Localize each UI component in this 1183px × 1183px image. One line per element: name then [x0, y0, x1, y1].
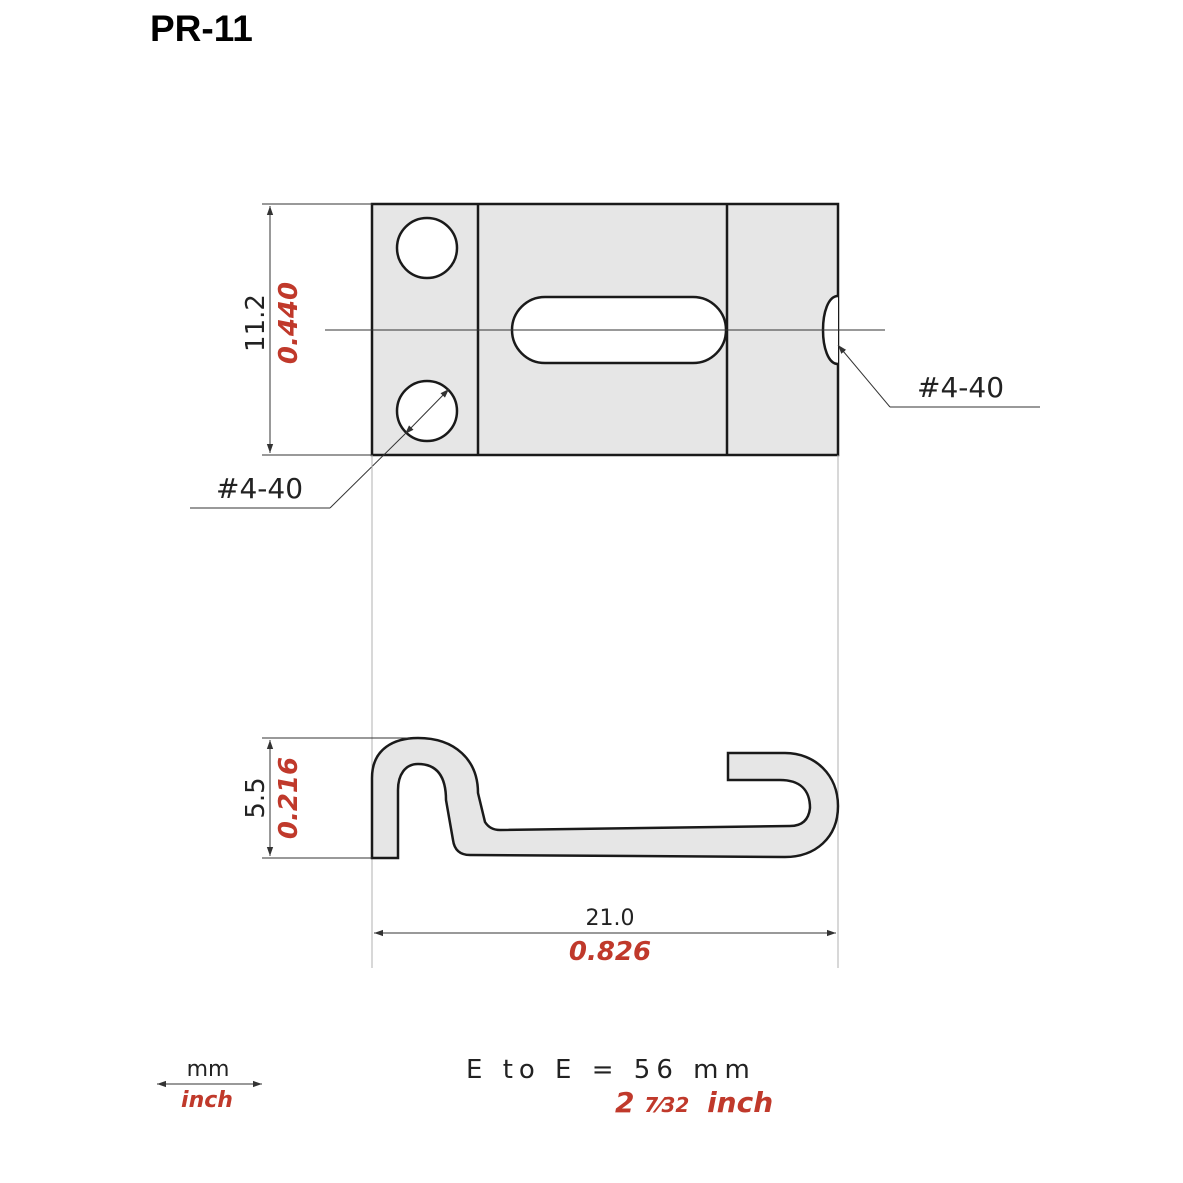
top-height-inch: 0.440: [274, 282, 304, 364]
width-inch: 0.826: [569, 937, 651, 967]
width-mm: 21.0: [586, 906, 635, 931]
units-legend: mm inch: [157, 1057, 262, 1113]
edge-to-edge-inch-whole: 2: [615, 1086, 634, 1119]
side-view: [370, 736, 840, 860]
edge-to-edge-mm: E to E = 56 mm: [466, 1055, 756, 1085]
part-number-title: PR-11: [150, 8, 253, 49]
side-height-inch: 0.216: [274, 757, 304, 839]
hole-callout-left: #4-40: [190, 388, 450, 509]
top-view: [325, 202, 885, 457]
hook-profile: [370, 736, 840, 860]
hole-callout-right-label: #4-40: [917, 371, 1004, 404]
edge-to-edge-inch-unit: inch: [707, 1086, 773, 1119]
top-height-dimension: 11.2 0.440: [241, 203, 372, 456]
hole-callout-left-label: #4-40: [216, 472, 303, 505]
legend-inch-label: inch: [181, 1088, 233, 1113]
side-height-dimension: 5.5 0.216: [241, 737, 410, 859]
top-height-mm: 11.2: [241, 294, 271, 352]
width-dimension: 21.0 0.826: [374, 906, 836, 967]
mounting-hole-top: [395, 216, 459, 280]
legend-mm-label: mm: [187, 1057, 230, 1082]
hole-diameter-line: [404, 388, 450, 435]
edge-to-edge-inch-fraction: 7⁄32: [644, 1093, 689, 1117]
leader-line-right: [837, 344, 891, 408]
edge-to-edge-inch: 2 7⁄32 inch: [615, 1086, 773, 1119]
edge-to-edge-note: E to E = 56 mm 2 7⁄32 inch: [466, 1055, 773, 1119]
leader-line-left: [329, 433, 406, 509]
hole-callout-right: #4-40: [837, 344, 1040, 408]
side-height-mm: 5.5: [241, 777, 271, 818]
